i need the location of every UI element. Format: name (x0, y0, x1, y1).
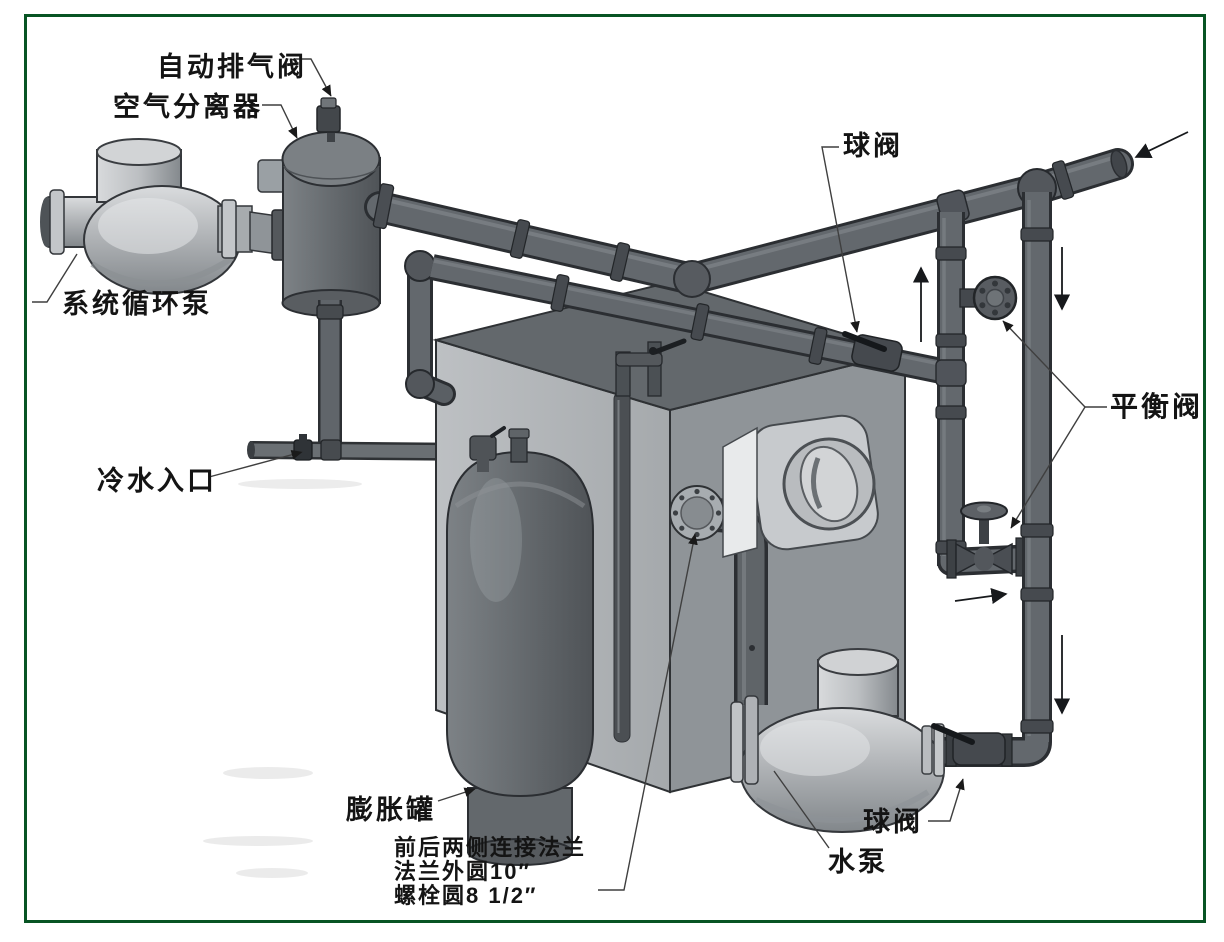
pump-outlet-flange (921, 723, 945, 777)
separator-drop-pipe (316, 300, 344, 448)
right-arrow (954, 587, 1008, 605)
label-air-separator: 空气分离器 (113, 91, 263, 122)
label-flange-note-3: 螺栓圆8 1/2″ (394, 883, 537, 908)
valve-actuator (722, 414, 879, 558)
inlet-fitting (293, 439, 313, 461)
connection-flange (669, 485, 725, 541)
flow-arrows (912, 131, 1189, 715)
auto-air-vent-valve (316, 97, 341, 142)
valve-lever (842, 331, 887, 352)
leader-lines (32, 58, 1107, 891)
gauge-tube (613, 391, 631, 743)
air-separator (257, 131, 381, 317)
expansion-tank (446, 428, 594, 866)
label-auto-vent-valve: 自动排气阀 (157, 51, 307, 82)
tank-nozzle (510, 435, 528, 463)
water-pump (730, 648, 945, 833)
balancing-valve-wheel (959, 275, 1018, 321)
system-circulation-pump (40, 138, 293, 295)
label-ball-valve-bottom: 球阀 (863, 807, 923, 837)
watermark-smudges (203, 479, 362, 878)
inflow-arrow (1134, 131, 1189, 158)
outer-riser-pipe (940, 192, 1054, 767)
label-balancing-valve: 平衡阀 (1110, 391, 1203, 422)
ball-valve-bottom (931, 723, 1013, 767)
label-expansion-tank: 膨胀罐 (346, 794, 436, 825)
label-water-pump: 水泵 (828, 847, 888, 877)
ball-valve-top (842, 331, 903, 372)
tank-inlet-tee (469, 426, 506, 472)
supply-pipe-run (364, 148, 1134, 298)
pipe-elbow (673, 260, 711, 298)
label-flange-note-1: 前后两侧连接法兰 (394, 835, 586, 860)
pipe-tee (935, 359, 967, 387)
inner-riser-pipe (935, 212, 967, 566)
label-flange-note-2: 法兰外圆10″ (394, 859, 531, 884)
valve-lever (931, 723, 975, 745)
label-ball-valve-top: 球阀 (843, 131, 903, 161)
top-vent-fitting (615, 338, 687, 397)
label-system-pump: 系统循环泵 (62, 288, 212, 319)
label-cold-water-inlet: 冷水入口 (97, 466, 217, 496)
balancing-valve-globe (946, 501, 1026, 579)
frame-border (24, 14, 1206, 923)
